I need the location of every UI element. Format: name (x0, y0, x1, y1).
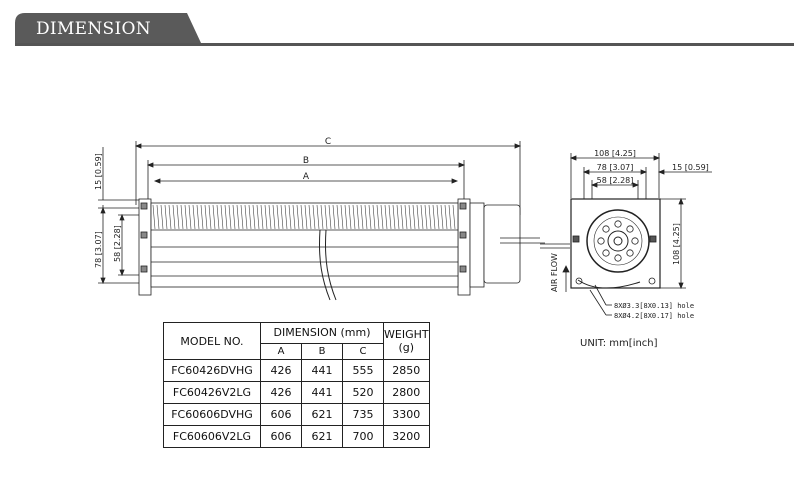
hole-note-small: 8XØ3.3[8X0.13] hole (614, 302, 694, 310)
side-view (98, 141, 545, 301)
fan-holes (597, 220, 639, 262)
header-b: B (301, 342, 343, 361)
cell-c: 700 (342, 425, 384, 448)
cell-b: 621 (301, 403, 343, 426)
cell-c: 735 (342, 403, 384, 426)
dim-mid-58: 58 [2.28] (113, 225, 122, 262)
end-dim-inner: 78 [3.07] (597, 163, 634, 172)
label-c: C (325, 137, 331, 147)
header-weight: WEIGHT (g) (383, 322, 430, 360)
table-row: FC60606DVHG 606 621 735 3300 (163, 403, 430, 426)
header-model: MODEL NO. (163, 322, 261, 360)
section-title: DIMENSION (36, 19, 151, 39)
cell-weight: 2800 (383, 381, 430, 404)
header-a: A (260, 342, 302, 361)
dim-top-offset: 15 [0.59] (94, 153, 103, 190)
cell-a: 606 (260, 425, 302, 448)
cell-weight: 3200 (383, 425, 430, 448)
cell-b: 441 (301, 359, 343, 382)
cell-model: FC60606DVHG (163, 403, 261, 426)
cell-a: 426 (260, 359, 302, 382)
header-c: C (342, 342, 384, 361)
unit-note: UNIT: mm[inch] (580, 338, 658, 349)
cell-model: FC60426V2LG (163, 381, 261, 404)
cell-a: 606 (260, 403, 302, 426)
airflow-label: AIR FLOW (550, 253, 559, 292)
end-dim-mid: 58 [2.28] (597, 176, 634, 185)
end-dim-width: 108 [4.25] (594, 149, 636, 158)
cell-model: FC60606V2LG (163, 425, 261, 448)
cell-model: FC60426DVHG (163, 359, 261, 382)
label-b: B (303, 156, 309, 166)
header-dimension: DIMENSION (mm) (260, 322, 384, 344)
end-dim-offset: 15 [0.59] (672, 163, 709, 172)
end-dim-height: 108 [4.25] (672, 223, 681, 265)
cell-c: 555 (342, 359, 384, 382)
cell-weight: 2850 (383, 359, 430, 382)
table-row: FC60606V2LG 606 621 700 3200 (163, 425, 430, 448)
cell-a: 426 (260, 381, 302, 404)
label-a: A (303, 172, 310, 182)
dim-height-78: 78 [3.07] (94, 231, 103, 268)
cell-c: 520 (342, 381, 384, 404)
spec-table: MODEL NO. DIMENSION (mm) WEIGHT (g) A B … (163, 322, 430, 448)
table-row: FC60426DVHG 426 441 555 2850 (163, 359, 430, 382)
cell-b: 441 (301, 381, 343, 404)
hole-note-large: 8XØ4.2[8X0.17] hole (614, 312, 694, 320)
cell-b: 621 (301, 425, 343, 448)
blower-fins (152, 204, 456, 230)
end-view (540, 153, 712, 316)
section-tab (15, 13, 201, 46)
header-rule (15, 43, 794, 46)
table-row: FC60426V2LG 426 441 520 2800 (163, 381, 430, 404)
cell-weight: 3300 (383, 403, 430, 426)
